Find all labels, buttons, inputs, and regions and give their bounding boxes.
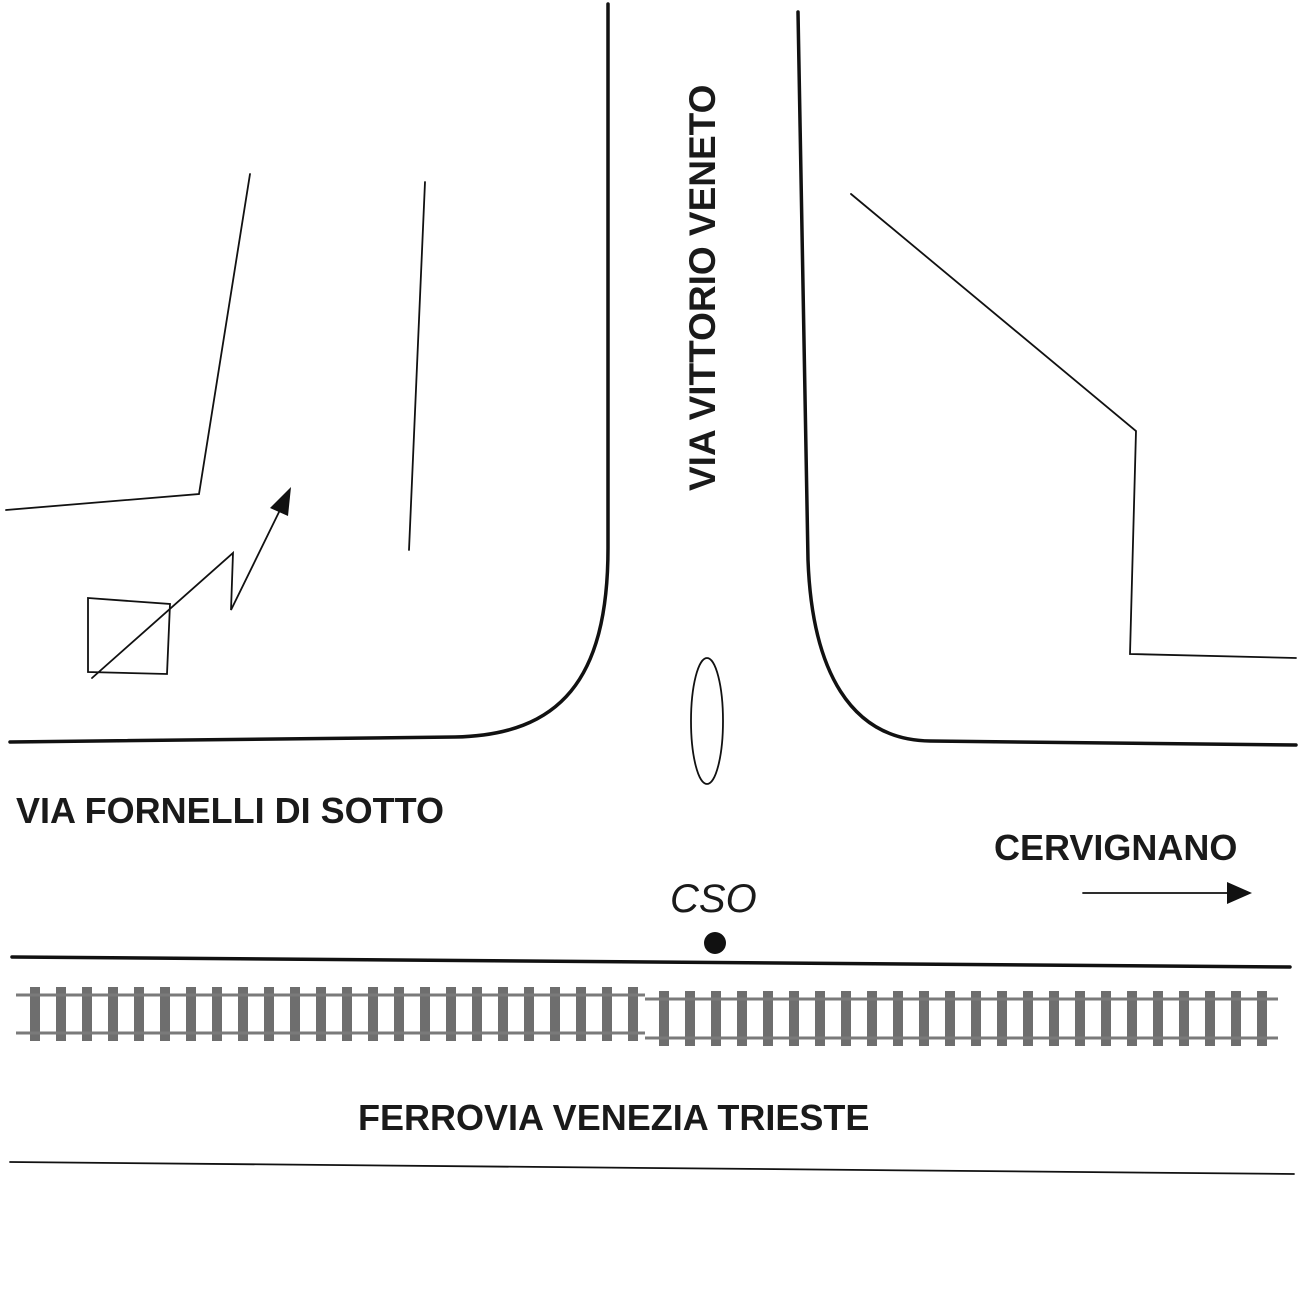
boundary-line-east [850,193,1297,659]
railway-tie [893,991,903,1046]
railway-tie [368,987,378,1041]
railway-tie [446,987,456,1041]
railway-tie [1023,991,1033,1046]
building-outline [87,597,171,675]
railway-tie [628,987,638,1041]
cso-label: CSO [670,877,757,921]
railway-tie [394,987,404,1041]
railway-tie [1101,991,1111,1046]
railway-tie [737,991,747,1046]
road-edge-northeast [796,10,1298,747]
railway-tie [685,991,695,1046]
direction-arrow-icon [1227,882,1252,904]
railway-tie [82,987,92,1041]
railway-tie [1257,991,1267,1046]
boundary-line-center-west [408,181,426,551]
road-edge-south [10,955,1292,969]
railway-tie [1127,991,1137,1046]
ferrovia-venezia-trieste-label: FERROVIA VENEZIA TRIESTE [358,1097,869,1138]
boundary-line-west [5,173,251,511]
railway-tie [576,987,586,1041]
railway-tie [420,987,430,1041]
railway-tie [498,987,508,1041]
railway-tie [264,987,274,1041]
railway-tie [1231,991,1241,1046]
railway-tie [1075,991,1085,1046]
railway-tie [997,991,1007,1046]
railway-tie [763,991,773,1046]
railway-tie [238,987,248,1041]
railway-tie [789,991,799,1046]
railway-tie [711,991,721,1046]
railway-tie [815,991,825,1046]
railway-tie [919,991,929,1046]
railway-tie [1205,991,1215,1046]
railway-tie [602,987,612,1041]
railway-boundary-line [9,1161,1295,1175]
railway-tie [342,987,352,1041]
railway-tie [841,991,851,1046]
arrow-head-icon [270,487,291,516]
railway-tie [160,987,170,1041]
railway-tie [108,987,118,1041]
railway-tie [971,991,981,1046]
railway-tie [212,987,222,1041]
railway-tie [186,987,196,1041]
railway-tie [30,987,40,1041]
zigzag-arrow-icon [91,509,281,679]
railway-tie [1153,991,1163,1046]
railway-track [16,987,1278,1046]
via-fornelli-di-sotto-label: VIA FORNELLI DI SOTTO [16,790,444,831]
railway-tie [659,991,669,1046]
cervignano-label: CERVIGNANO [994,827,1237,868]
railway-tie [134,987,144,1041]
railway-tie [1179,991,1189,1046]
railway-tie [867,991,877,1046]
railway-tie [472,987,482,1041]
traffic-island [690,657,724,785]
railway-tie [290,987,300,1041]
railway-tie [1049,991,1059,1046]
cso-point-marker [704,932,726,954]
road-edge-northwest [8,2,610,744]
via-vittorio-veneto-label: VIA VITTORIO VENETO [682,85,723,491]
railway-tie [316,987,326,1041]
railway-tie [524,987,534,1041]
railway-tie [56,987,66,1041]
railway-tie [945,991,955,1046]
railway-tie [550,987,560,1041]
